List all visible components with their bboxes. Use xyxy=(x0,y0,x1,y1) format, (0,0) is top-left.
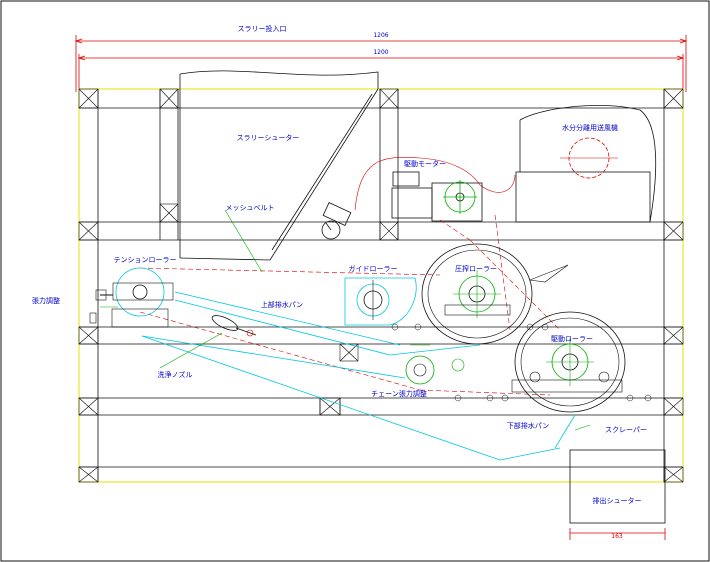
label-tension-adjuster: 張力調整 xyxy=(32,296,60,305)
pressure-gauge xyxy=(321,202,352,240)
dim-overall-outer: 1206 xyxy=(373,32,388,39)
title-inlet: スラリー投入口 xyxy=(238,24,287,33)
frame-cross-boxes xyxy=(78,88,684,483)
water-separation-blower xyxy=(515,105,657,223)
guide-roller xyxy=(344,277,417,326)
label-guide-roller: ガイドローラー xyxy=(349,264,398,273)
label-drive-roller: 駆動ローラー xyxy=(551,334,593,343)
drive-roller xyxy=(511,311,626,413)
label-tension-roller: テンションローラー xyxy=(114,256,177,264)
slurry-hopper xyxy=(179,70,379,261)
chain-tension-sprocket xyxy=(405,344,465,385)
labels: スラリー投入口 1206 1200 163 スラリーシューター 駆動モーター 水… xyxy=(32,24,647,540)
label-lower-pan: 下部排水パン xyxy=(507,421,549,430)
wash-nozzle xyxy=(211,315,257,337)
label-discharge-chute: 排出シューター xyxy=(593,496,642,505)
dimension-lines xyxy=(74,35,688,540)
press-roller xyxy=(421,243,569,345)
leader-lines xyxy=(100,209,591,431)
tension-roller xyxy=(89,267,174,328)
mesh-belt-path xyxy=(139,214,561,396)
dim-chute-width: 163 xyxy=(611,533,623,540)
label-press-roller: 圧搾ローラー xyxy=(455,264,497,273)
label-slurry-chute: スラリーシューター xyxy=(237,133,300,142)
label-chain-tension: チェーン張力調整 xyxy=(371,389,427,398)
drain-pans xyxy=(141,291,576,461)
label-drive-motor: 駆動モーター xyxy=(404,159,446,168)
main-frame xyxy=(78,88,684,483)
drive-motor xyxy=(354,157,516,222)
label-water-separator: 水分分離用送風機 xyxy=(562,123,618,132)
bolt-marks xyxy=(391,323,652,402)
label-wash-nozzle: 洗浄ノズル xyxy=(158,370,193,379)
label-scraper: スクレーパー xyxy=(605,426,647,434)
dim-overall-inner: 1200 xyxy=(373,49,388,56)
label-upper-pan: 上部排水パン xyxy=(261,300,303,309)
discharge-chute xyxy=(569,449,666,524)
label-mesh-belt: メッシュベルト xyxy=(226,204,275,212)
